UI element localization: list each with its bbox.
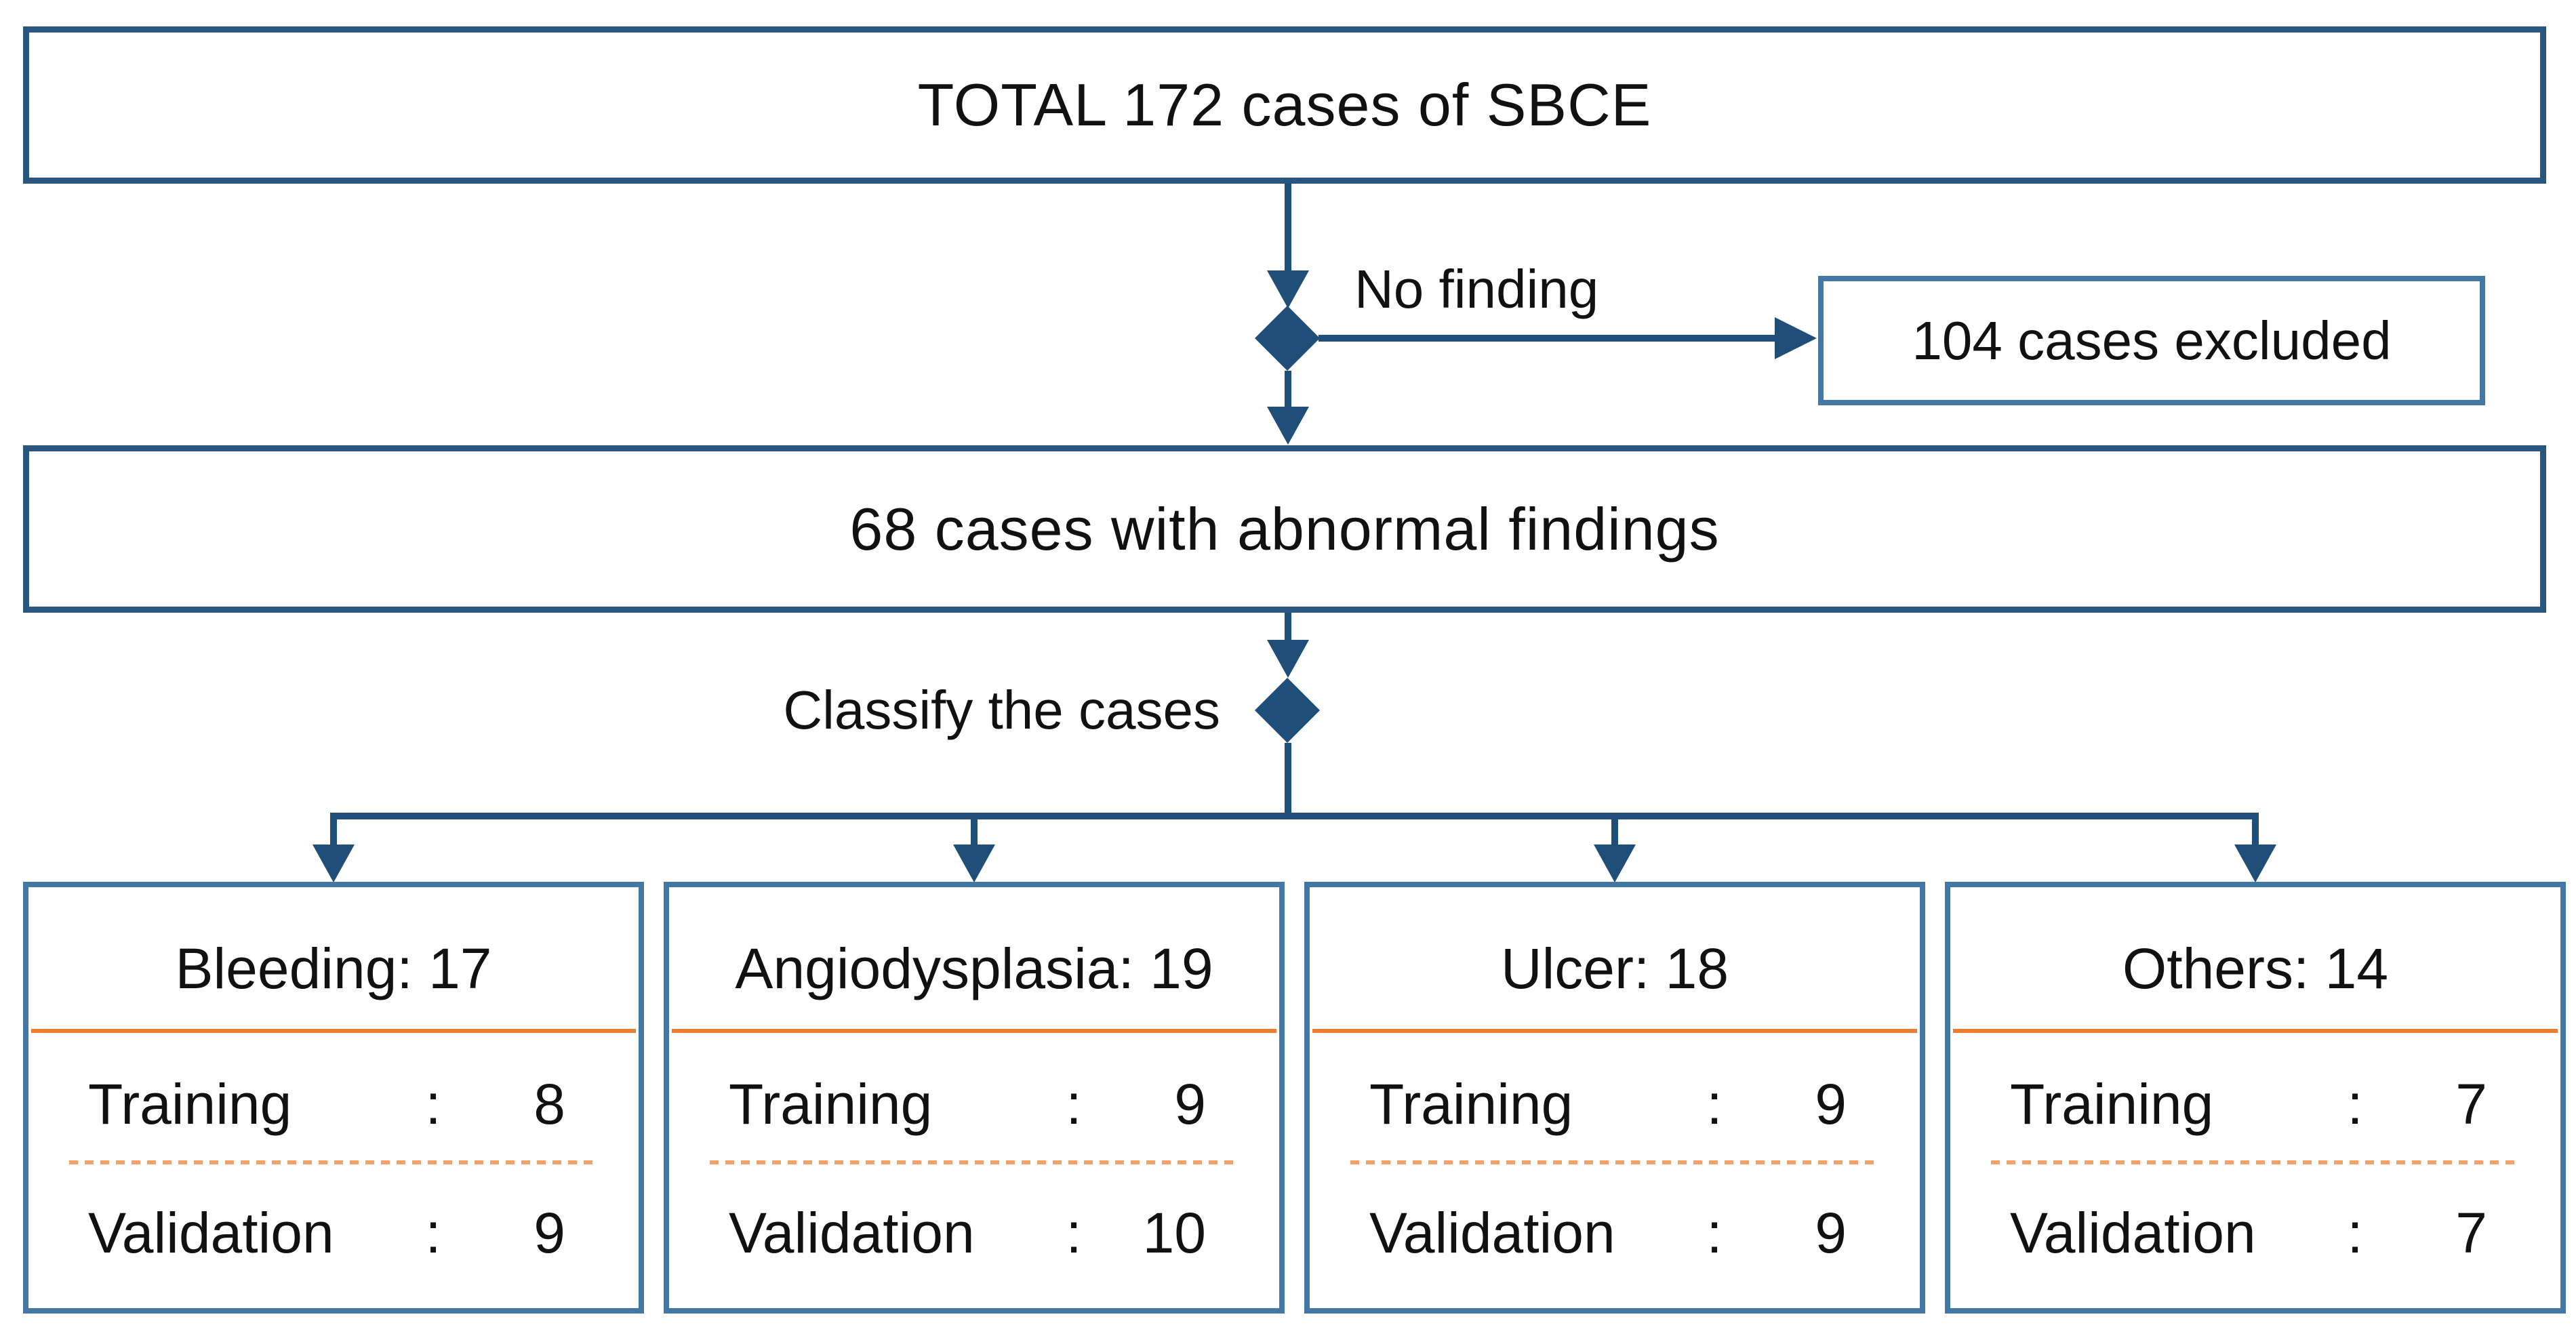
validation-row: Validation : 10 <box>669 1189 1279 1277</box>
excluded-cases-box: 104 cases excluded <box>1818 276 2485 405</box>
row-label: Validation <box>88 1200 334 1265</box>
branch-rail <box>330 813 2259 819</box>
category-title: Angiodysplasia: 19 <box>735 936 1213 1000</box>
excluded-cases-label: 104 cases excluded <box>1912 310 2392 371</box>
arrowhead-into-abnormal-box <box>1267 407 1309 445</box>
arrowhead-into-diamond1 <box>1267 270 1309 308</box>
row-label: Training <box>88 1072 292 1136</box>
row-label: Training <box>1369 1072 1573 1136</box>
row-label: Validation <box>1369 1200 1615 1265</box>
solid-divider <box>31 1029 636 1033</box>
row-label: Training <box>2010 1072 2214 1136</box>
validation-row: Validation : 9 <box>1310 1189 1920 1277</box>
row-colon: : <box>425 1072 441 1136</box>
category-title: Others: 14 <box>2122 936 2389 1000</box>
validation-row: Validation : 9 <box>28 1189 639 1277</box>
row-value: 10 <box>1142 1200 1206 1265</box>
classify-cases-label: Classify the cases <box>783 680 1220 740</box>
row-label: Training <box>729 1072 933 1136</box>
arrowhead-into-ulcer-box <box>1594 845 1636 882</box>
row-label: Validation <box>729 1200 975 1265</box>
drop-line-bleeding <box>330 813 337 848</box>
row-value: 9 <box>1815 1200 1847 1265</box>
row-value: 7 <box>2455 1200 2487 1265</box>
decision-diamond-no-finding <box>1255 306 1320 371</box>
training-row: Training : 8 <box>28 1060 639 1148</box>
dashed-divider <box>710 1160 1239 1164</box>
arrowhead-into-excluded-box <box>1775 317 1817 359</box>
dashed-divider <box>1991 1160 2520 1164</box>
arrowhead-into-angiodysplasia-box <box>953 845 995 882</box>
row-colon: : <box>2347 1200 2363 1265</box>
connector-diamond2-to-rail <box>1285 743 1291 816</box>
category-box-bleeding: Bleeding: 17 Training : 8 Validation : 9 <box>23 882 644 1314</box>
solid-divider <box>1312 1029 1917 1033</box>
abnormal-findings-box: 68 cases with abnormal findings <box>23 445 2546 613</box>
connector-top-to-diamond1 <box>1285 184 1291 272</box>
training-row: Training : 9 <box>669 1060 1279 1148</box>
connector-abnormal-to-diamond2 <box>1285 613 1291 641</box>
total-cases-label: TOTAL 172 cases of SBCE <box>917 71 1652 138</box>
row-value: 9 <box>534 1200 565 1265</box>
row-value: 9 <box>1174 1072 1206 1136</box>
row-colon: : <box>1706 1072 1723 1136</box>
decision-diamond-classify <box>1255 678 1320 743</box>
drop-line-ulcer <box>1611 813 1618 848</box>
drop-line-angiodysplasia <box>971 813 978 848</box>
row-value: 9 <box>1815 1072 1847 1136</box>
category-title: Bleeding: 17 <box>175 936 492 1000</box>
arrowhead-into-diamond2 <box>1267 640 1309 678</box>
category-title: Ulcer: 18 <box>1500 936 1729 1000</box>
connector-diamond1-to-abnormal <box>1285 371 1291 408</box>
training-row: Training : 9 <box>1310 1060 1920 1148</box>
row-colon: : <box>425 1200 441 1265</box>
row-colon: : <box>1066 1200 1082 1265</box>
category-box-ulcer: Ulcer: 18 Training : 9 Validation : 9 <box>1304 882 1925 1314</box>
row-colon: : <box>2347 1072 2363 1136</box>
no-finding-label: No finding <box>1354 259 1599 319</box>
solid-divider <box>1953 1029 2558 1033</box>
dashed-divider <box>69 1160 598 1164</box>
drop-line-others <box>2252 813 2259 848</box>
arrowhead-into-bleeding-box <box>313 845 355 882</box>
arrowhead-into-others-box <box>2234 845 2276 882</box>
row-value: 7 <box>2455 1072 2487 1136</box>
abnormal-findings-label: 68 cases with abnormal findings <box>849 495 1720 563</box>
solid-divider <box>672 1029 1276 1033</box>
row-colon: : <box>1706 1200 1723 1265</box>
connector-diamond1-to-excluded <box>1319 335 1776 342</box>
dashed-divider <box>1350 1160 1879 1164</box>
row-label: Validation <box>2010 1200 2256 1265</box>
category-box-others: Others: 14 Training : 7 Validation : 7 <box>1945 882 2566 1314</box>
row-value: 8 <box>534 1072 565 1136</box>
category-box-angiodysplasia: Angiodysplasia: 19 Training : 9 Validati… <box>664 882 1285 1314</box>
training-row: Training : 7 <box>1950 1060 2560 1148</box>
total-cases-box: TOTAL 172 cases of SBCE <box>23 26 2546 184</box>
row-colon: : <box>1066 1072 1082 1136</box>
validation-row: Validation : 7 <box>1950 1189 2560 1277</box>
